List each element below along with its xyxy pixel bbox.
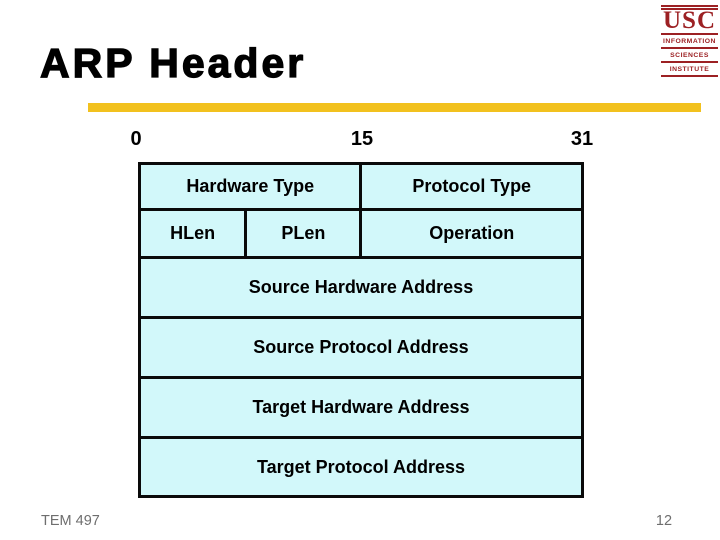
logo-rule — [661, 33, 718, 35]
logo-rule — [661, 61, 718, 63]
field-target-hardware-address: Target Hardware Address — [138, 376, 584, 439]
logo-org-line-information: INFORMATION — [663, 37, 716, 45]
usc-logo-acronym: USC — [662, 7, 716, 34]
table-row: Source Hardware Address — [138, 256, 584, 319]
logo-org-line-institute: INSTITUTE — [669, 65, 710, 73]
arp-header-table: Hardware Type Protocol Type HLen PLen Op… — [137, 162, 584, 498]
bit-label-0: 0 — [130, 128, 142, 150]
field-target-protocol-address: Target Protocol Address — [138, 436, 584, 498]
field-hlen: HLen — [137, 208, 248, 259]
footer-course-code: TEM 497 — [41, 513, 100, 529]
logo-rule — [661, 5, 718, 7]
field-protocol-type: Protocol Type — [359, 162, 584, 211]
logo-rule — [661, 47, 718, 49]
table-row: Source Protocol Address — [138, 316, 584, 379]
table-row: Target Hardware Address — [138, 376, 584, 439]
field-operation: Operation — [359, 208, 584, 259]
title-divider-bar — [88, 103, 701, 112]
bit-label-31: 31 — [570, 128, 594, 150]
field-plen: PLen — [244, 208, 363, 259]
field-source-hardware-address: Source Hardware Address — [138, 256, 584, 319]
table-row: HLen PLen Operation — [137, 208, 584, 259]
table-row: Hardware Type Protocol Type — [137, 162, 584, 211]
logo-rule — [661, 8, 718, 10]
table-row: Target Protocol Address — [138, 436, 584, 498]
bit-label-15: 15 — [350, 128, 374, 150]
field-source-protocol-address: Source Protocol Address — [138, 316, 584, 379]
logo-rule — [661, 75, 718, 77]
usc-isi-logo: USC INFORMATION SCIENCES INSTITUTE — [661, 5, 718, 77]
logo-org-line-sciences: SCIENCES — [670, 51, 709, 59]
field-hardware-type: Hardware Type — [137, 162, 363, 211]
page-number: 12 — [655, 513, 673, 529]
slide-title: ARP Header — [39, 40, 307, 86]
